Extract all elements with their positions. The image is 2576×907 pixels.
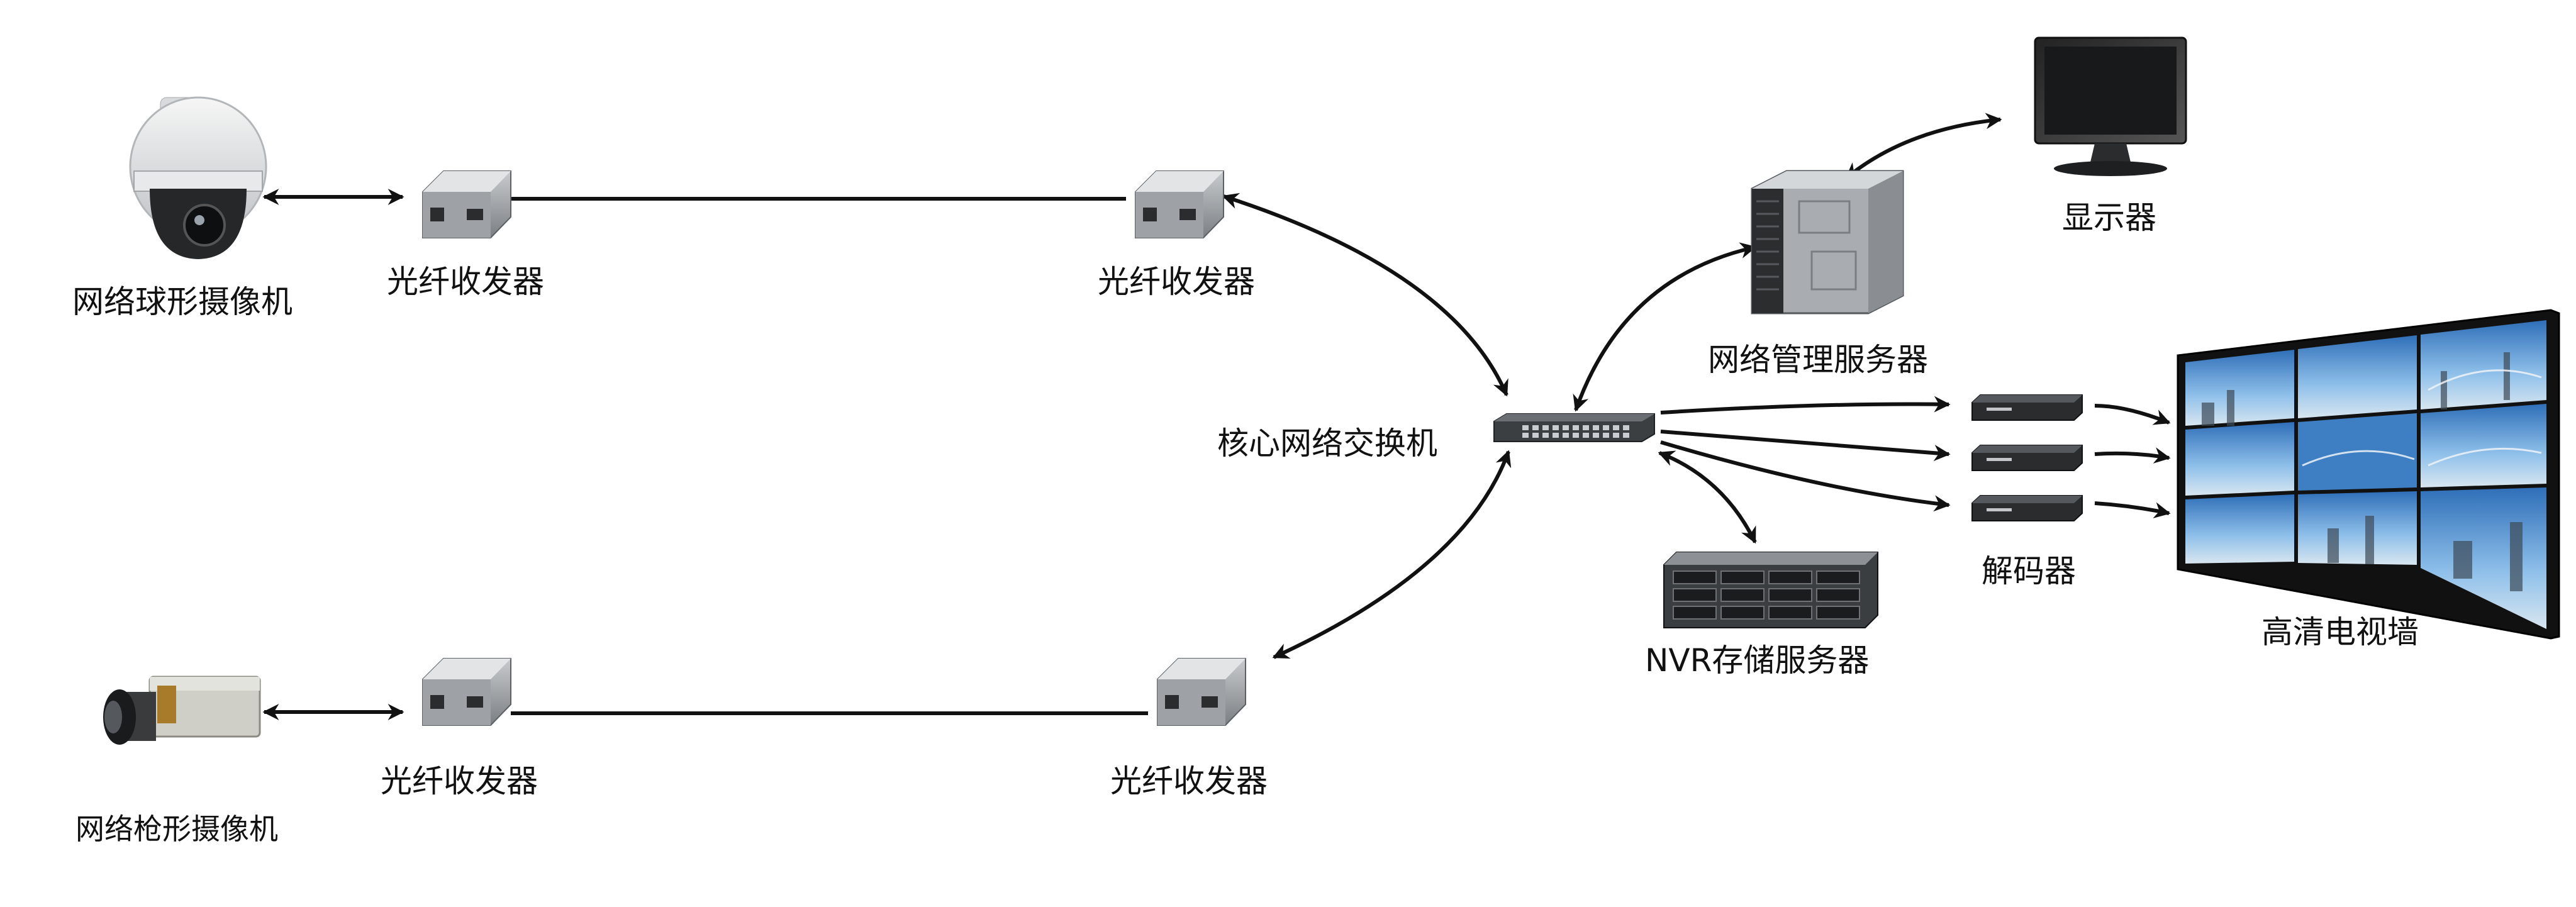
monitor-icon <box>2034 36 2187 176</box>
fiber-transceiver-icon <box>422 170 511 238</box>
mgmt-server-label: 网络管理服务器 <box>1708 342 1928 378</box>
bullet-camera-icon <box>103 676 261 745</box>
connection-lines <box>262 113 2171 720</box>
link-decoder-2-to-wall <box>2094 447 2171 464</box>
link-switch-to-server <box>1573 242 1757 412</box>
dome-camera-icon <box>129 96 267 259</box>
transceiver-label-2: 光纤收发器 <box>1098 264 1255 300</box>
tv-wall-label: 高清电视墙 <box>2261 614 2419 650</box>
transceiver-label-1: 光纤收发器 <box>387 264 544 300</box>
fiber-transceiver-icon <box>1135 170 1224 238</box>
monitor-label: 显示器 <box>2062 199 2156 236</box>
transceiver-label-4: 光纤收发器 <box>1110 763 1268 799</box>
fiber-transceiver-icon <box>1157 658 1246 726</box>
link-decoder-3-to-wall <box>2094 501 2171 518</box>
fiber-transceiver-icon <box>422 658 511 726</box>
decoder-icon <box>1971 445 2083 471</box>
link-bottom-transceiver-to-switch <box>1272 450 1512 659</box>
network-switch-icon <box>1493 413 1655 442</box>
link-server-to-monitor <box>1844 113 2002 180</box>
decoder-label: 解码器 <box>1982 553 2076 589</box>
link-top-transceiver-to-switch <box>1222 192 1508 397</box>
rack-server-icon <box>1751 170 1904 314</box>
core-switch-label: 核心网络交换机 <box>1217 425 1437 462</box>
decoder-icon <box>1971 495 2083 521</box>
dome-camera-label: 网络球形摄像机 <box>72 284 293 320</box>
link-decoder-1-to-wall <box>2094 404 2171 425</box>
bullet-camera-label: 网络枪形摄像机 <box>75 812 278 846</box>
storage-server-icon <box>1663 552 1878 628</box>
nvr-label: NVR存储服务器 <box>1645 642 1870 679</box>
link-switch-to-decoder-2 <box>1660 430 1951 462</box>
link-switch-to-nvr <box>1658 450 1757 544</box>
video-wall-icon <box>2177 309 2560 640</box>
link-switch-to-decoder-1 <box>1660 396 1951 415</box>
decoder-icon <box>1971 394 2083 421</box>
transceiver-label-3: 光纤收发器 <box>381 763 538 799</box>
